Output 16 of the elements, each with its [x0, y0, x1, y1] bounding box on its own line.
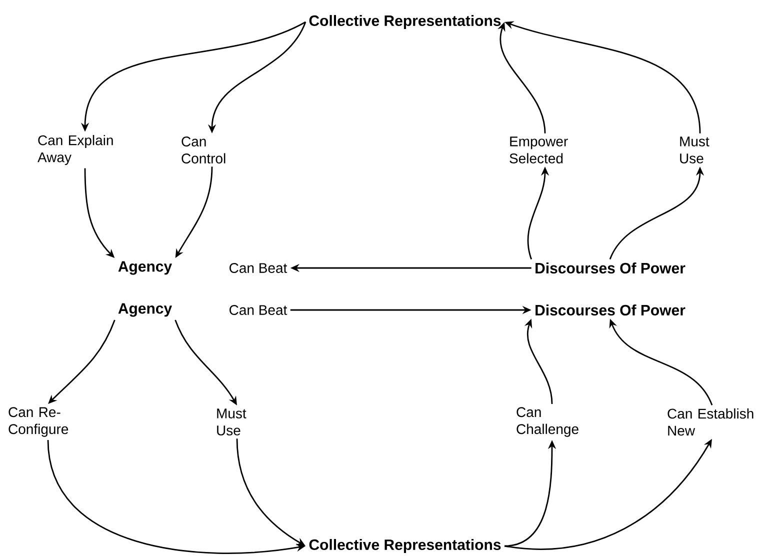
heading-text: Collective Representations: [309, 539, 501, 553]
node-label: Can Control: [182, 136, 226, 164]
node-label: Can Challenge: [516, 407, 578, 437]
node-label: Must Use: [217, 408, 246, 436]
heading-text: Discourses Of Power: [536, 262, 686, 274]
node-label: Empower Selected: [510, 136, 568, 164]
node-label: Can Explain Away: [38, 134, 113, 166]
node-label: Can Establish New: [668, 408, 754, 436]
node-label: Can Re- Configure: [8, 407, 68, 437]
heading-text: Collective Representations: [309, 15, 501, 29]
node-label: Must Use: [680, 136, 710, 164]
node-label: Can Beat: [230, 305, 288, 315]
heading-text: Agency: [118, 261, 172, 275]
heading-text: Agency: [118, 303, 172, 317]
node-label: Can Beat: [230, 263, 288, 273]
heading-text: Discourses Of Power: [536, 304, 686, 316]
